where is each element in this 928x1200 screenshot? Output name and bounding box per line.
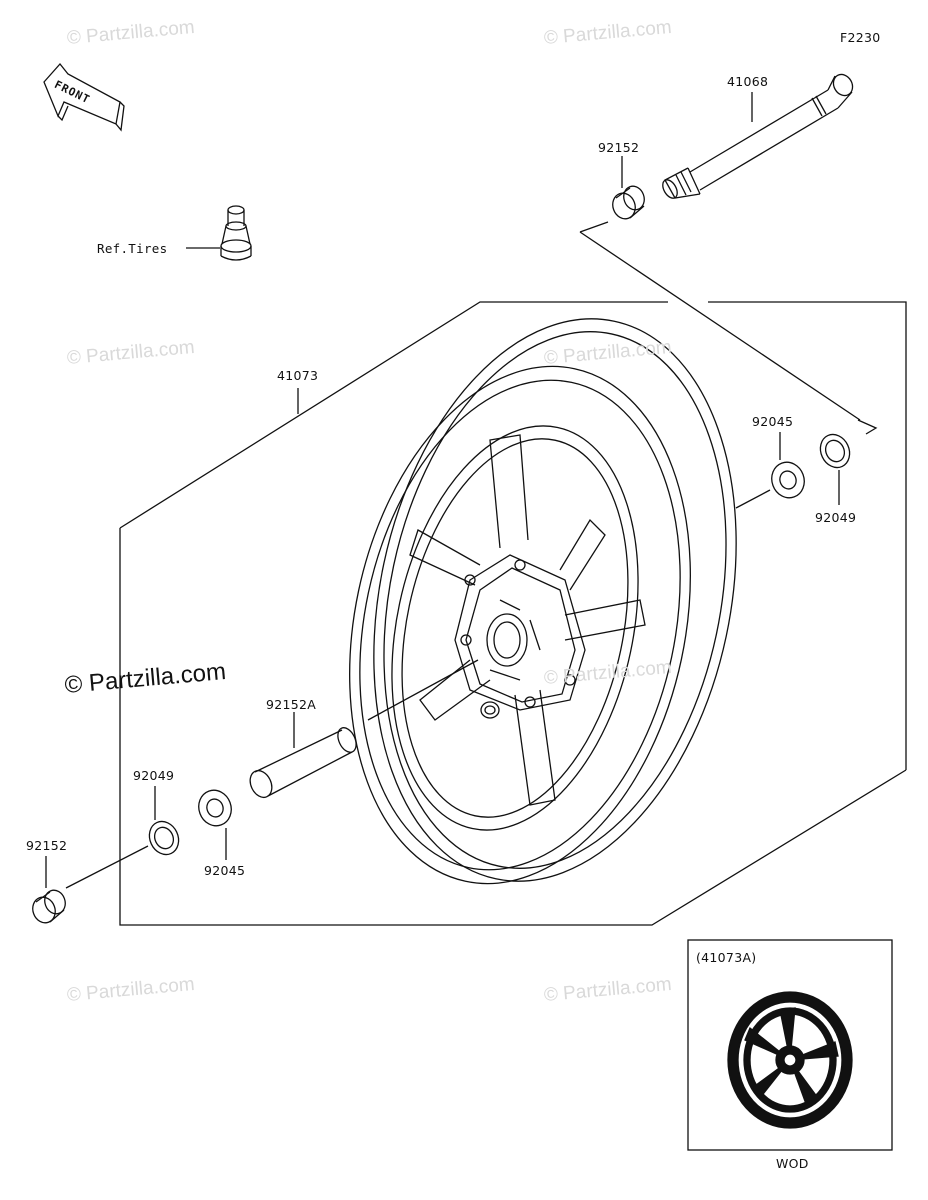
- seal-right: [819, 433, 851, 505]
- part-label-wheel[interactable]: 41073: [277, 368, 319, 383]
- part-label-seal-right[interactable]: 92049: [815, 510, 857, 525]
- front-arrow-icon: [43, 62, 125, 132]
- valve-stem: [186, 205, 252, 261]
- part-label-bearing-left[interactable]: 92045: [204, 863, 246, 878]
- inset-title: (41073A): [696, 950, 757, 965]
- part-label-collar-top[interactable]: 92152: [598, 140, 640, 155]
- part-label-collar-left[interactable]: 92152: [26, 838, 68, 853]
- part-label-axle[interactable]: 41068: [727, 74, 769, 89]
- inset-caption: WOD: [776, 1156, 809, 1171]
- part-label-collar-center[interactable]: 92152A: [266, 697, 317, 712]
- diagram-code: F2230: [840, 30, 881, 45]
- wheel-assembly: [349, 318, 737, 885]
- part-label-bearing-right[interactable]: 92045: [752, 414, 794, 429]
- inset-box: [687, 939, 893, 1151]
- axle: [662, 73, 854, 199]
- collar-center: [249, 712, 357, 799]
- part-label-seal-left[interactable]: 92049: [133, 768, 175, 783]
- bearing-right: [735, 432, 805, 509]
- bearing-left: [198, 789, 232, 860]
- collar-left: [32, 856, 66, 924]
- assembly-outline: [119, 221, 907, 926]
- collar-top: [612, 156, 645, 220]
- ref-tires-label[interactable]: Ref.Tires: [97, 241, 168, 256]
- seal-left: [65, 786, 180, 889]
